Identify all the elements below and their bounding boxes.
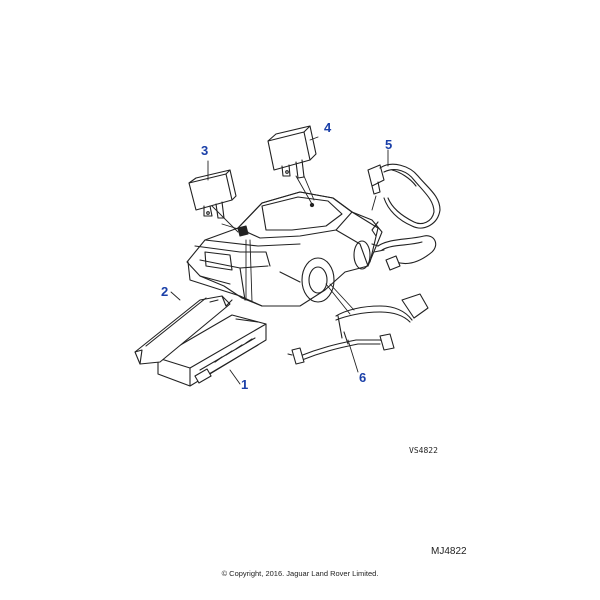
copyright-notice: © Copyright, 2016. Jaguar Land Rover Lim…	[221, 569, 379, 578]
callout-5: 5	[385, 137, 393, 152]
relay-part-3	[188, 169, 237, 219]
callout-4: 4	[324, 120, 332, 135]
callout-6: 6	[359, 370, 367, 385]
callout-1: 1	[241, 377, 249, 392]
control-module-part-1	[157, 314, 267, 387]
relay-location-marker	[237, 225, 249, 237]
sheet-code: MJ4822	[431, 546, 467, 557]
mounting-bracket-part-2	[134, 295, 233, 365]
callout-3: 3	[201, 143, 209, 158]
reference-code: VS4822	[409, 446, 438, 455]
sensor-cable-part-6	[287, 293, 429, 365]
callout-2: 2	[161, 284, 169, 299]
car-outline	[186, 191, 383, 307]
relay-part-4	[267, 125, 317, 179]
sensor-harness-part-5	[367, 163, 441, 271]
